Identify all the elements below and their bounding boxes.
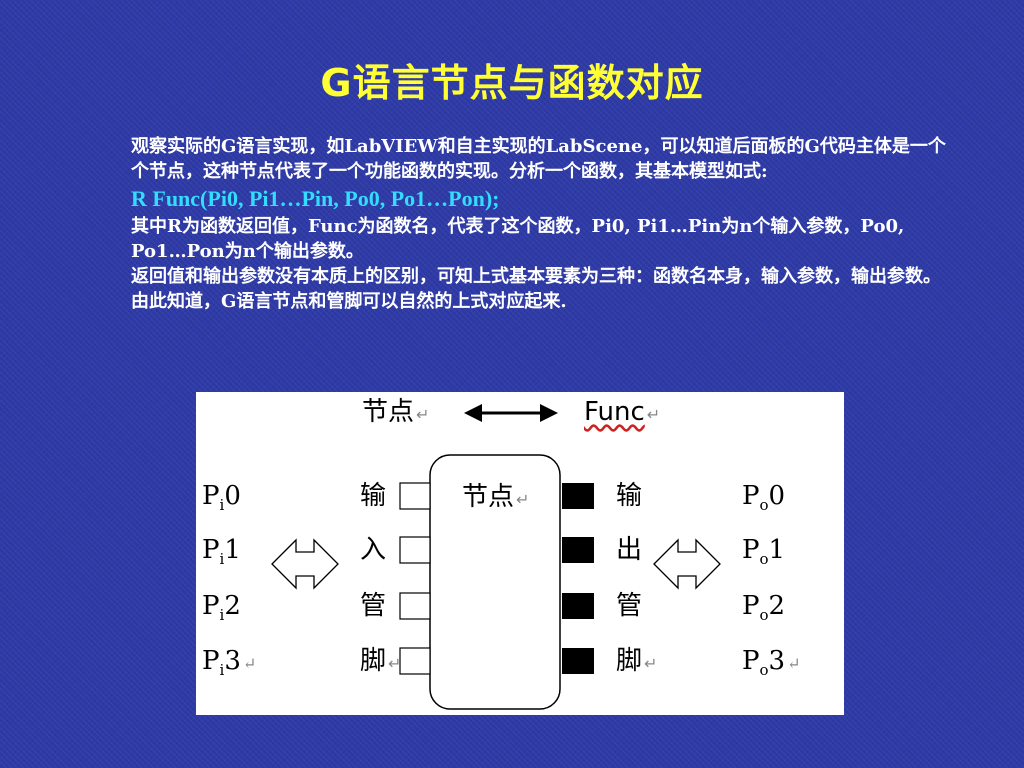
conclusion-paragraph: 返回值和输出参数没有本质上的区别，可知上式基本要素为三种：函数名本身，输入参数，… <box>131 266 941 312</box>
output-param-2: Po2 <box>742 591 786 625</box>
output-pin-char-1: 出 <box>616 535 643 565</box>
diagram-shapes <box>271 404 721 710</box>
input-pin-0 <box>399 482 431 510</box>
input-pin-1 <box>399 536 431 564</box>
output-pin-0 <box>562 483 594 509</box>
input-param-3: Pi3↵ <box>202 646 257 680</box>
top-func-label: Func↵ <box>584 397 661 427</box>
node-inner-label: 节点↵ <box>462 482 530 512</box>
output-pin-char-3: 脚↵ <box>616 646 658 676</box>
top-double-arrow <box>464 404 558 422</box>
slide-body: 观察实际的G语言实现，如LabVIEW和自主实现的LabScene，可以知道后面… <box>131 134 951 314</box>
input-pin-2 <box>399 592 431 620</box>
input-pin-char-0: 输 <box>360 481 387 511</box>
input-param-2: Pi2 <box>202 591 241 625</box>
parameter-explanation: 其中R为函数返回值，Func为函数名，代表了这个函数，Pi0, Pi1…Pin为… <box>131 216 905 262</box>
output-pin-char-0: 输 <box>616 481 643 511</box>
intro-paragraph: 观察实际的G语言实现，如LabVIEW和自主实现的LabScene，可以知道后面… <box>131 136 946 182</box>
node-body <box>429 454 561 710</box>
input-param-0: Pi0 <box>202 481 241 515</box>
input-param-1: Pi1 <box>202 535 241 569</box>
input-pin-char-2: 管 <box>360 591 387 621</box>
output-pin-2 <box>562 593 594 619</box>
input-pin-3 <box>399 647 431 675</box>
output-pin-1 <box>562 537 594 563</box>
output-param-0: Po0 <box>742 481 786 515</box>
function-formula: R Func(Pi0, Pi1…Pin, Po0, Po1…Pon); <box>131 186 500 211</box>
left-hollow-double-arrow <box>271 538 339 590</box>
input-pin-char-3: 脚↵ <box>360 646 402 676</box>
output-pin-char-2: 管 <box>616 591 643 621</box>
slide-title: G语言节点与函数对应 <box>320 61 704 105</box>
input-pin-char-1: 入 <box>360 535 387 565</box>
output-param-1: Po1 <box>742 535 786 569</box>
output-pin-3 <box>562 648 594 674</box>
right-hollow-double-arrow <box>653 538 721 590</box>
output-param-3: Po3↵ <box>742 646 801 680</box>
node-function-diagram: 节点↵ Func↵ 节点↵ 输 入 管 脚↵ 输 出 管 脚↵ Pi0 Pi1 … <box>196 392 844 715</box>
top-node-label: 节点↵ <box>362 397 430 427</box>
